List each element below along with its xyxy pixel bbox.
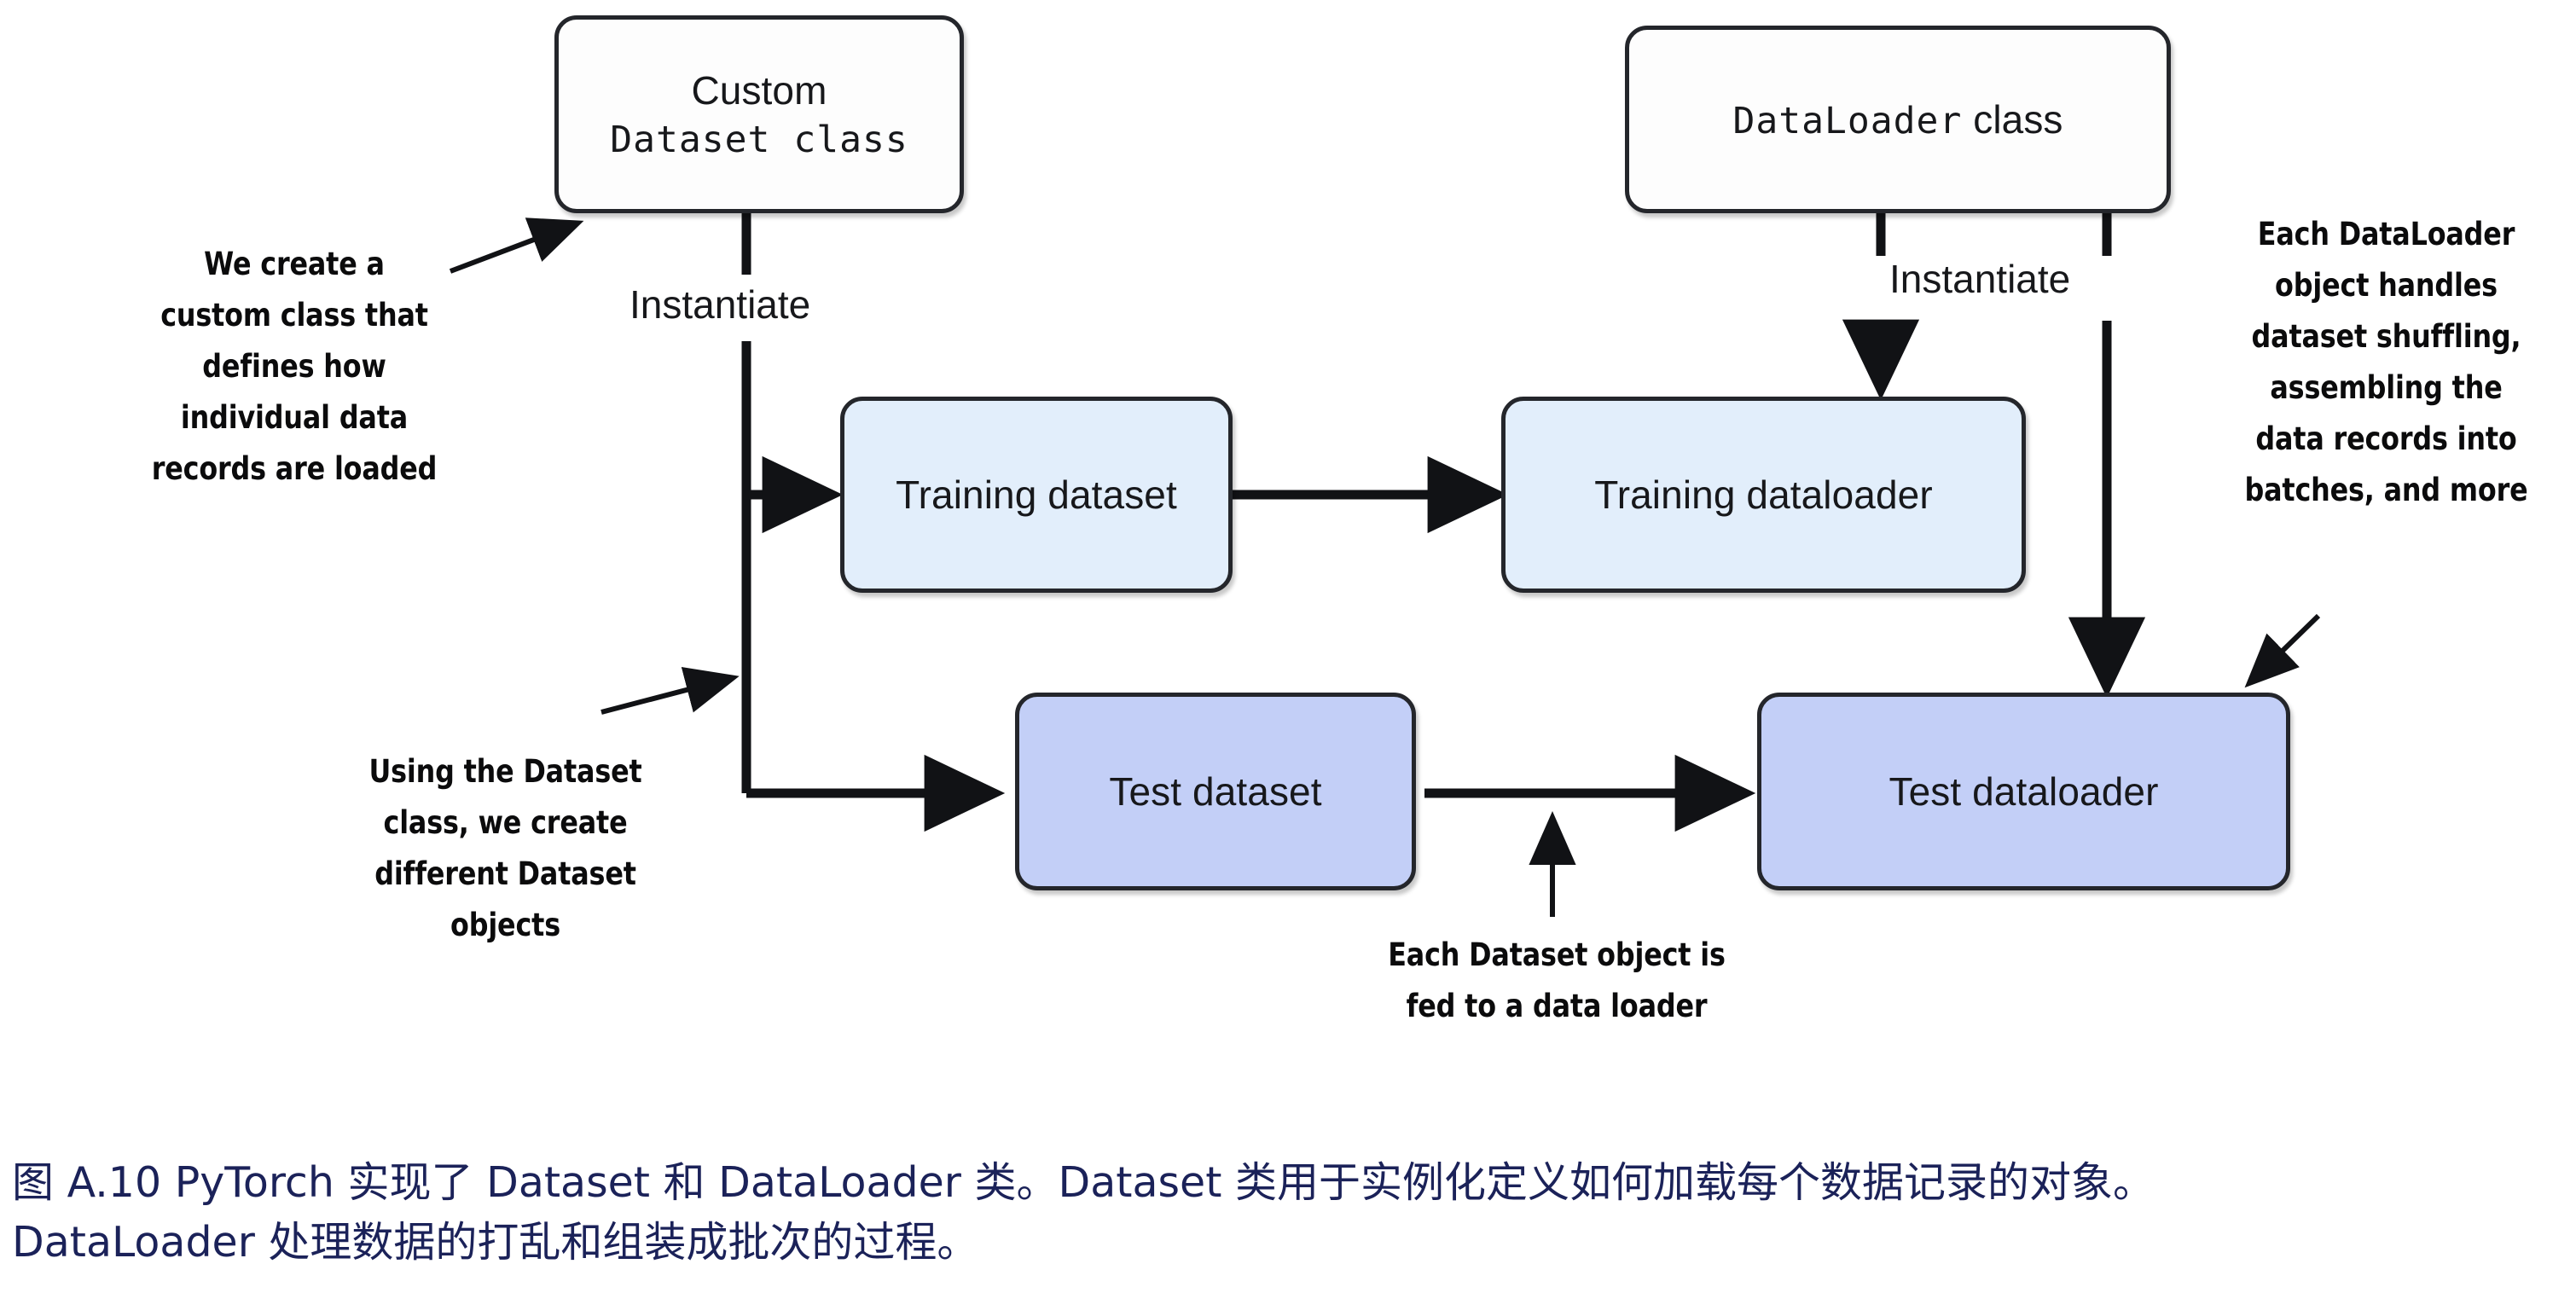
node-custom-dataset-class[interactable]: Custom Dataset class bbox=[554, 15, 964, 213]
annotation-using-dataset-line-1: Using the Dataset bbox=[368, 753, 642, 790]
annotation-we-create-a: We create a custom class that defines ho… bbox=[136, 239, 452, 495]
node-test-dataloader[interactable]: Test dataloader bbox=[1757, 693, 2290, 890]
annotation-each-dataloader-line-6: batches, and more bbox=[2244, 471, 2528, 508]
annotation-using-dataset-line-2: class, we create bbox=[383, 803, 628, 841]
annotation-using-dataset-line-4: objects bbox=[450, 906, 560, 943]
annotation-each-dataloader-line-2: object handles bbox=[2275, 266, 2498, 304]
edge-label-instantiate-left: Instantiate bbox=[623, 281, 818, 328]
dataloader-class-line1: DataLoader bbox=[1732, 99, 1963, 142]
annotation-using-dataset-line-3: different Dataset bbox=[374, 855, 636, 892]
annotation-each-dataloader: Each DataLoader object handles dataset s… bbox=[2234, 209, 2538, 516]
leader-we-create-a bbox=[449, 217, 584, 274]
annotation-we-create-a-line-4: individual data bbox=[180, 398, 409, 436]
custom-dataset-class-line2: Dataset class bbox=[610, 118, 908, 161]
leader-each-dataloader bbox=[2244, 613, 2321, 688]
node-custom-dataset-class-label: Custom Dataset class bbox=[610, 67, 908, 163]
annotation-we-create-a-line-5: records are loaded bbox=[151, 449, 438, 487]
annotation-each-dataloader-line-5: data records into bbox=[2255, 420, 2517, 457]
figure-caption-line-1: 图 A.10 PyTorch 实现了 Dataset 和 DataLoader … bbox=[12, 1158, 2155, 1207]
figure-caption: 图 A.10 PyTorch 实现了 Dataset 和 DataLoader … bbox=[12, 1153, 2554, 1272]
node-test-dataset[interactable]: Test dataset bbox=[1015, 693, 1416, 890]
node-training-dataset[interactable]: Training dataset bbox=[840, 397, 1233, 593]
figure-caption-line-2: DataLoader 处理数据的打乱和组装成批次的过程。 bbox=[12, 1217, 979, 1267]
node-dataloader-class-label: DataLoader class bbox=[1732, 96, 2063, 143]
node-training-dataloader-label: Training dataloader bbox=[1594, 472, 1933, 517]
annotation-each-dataset-object-line-2: fed to a data loader bbox=[1406, 987, 1708, 1024]
annotation-each-dataloader-line-4: assembling the bbox=[2270, 368, 2503, 406]
annotation-using-dataset-class: Using the Dataset class, we create diffe… bbox=[345, 746, 664, 951]
edge-label-instantiate-right: Instantiate bbox=[1883, 256, 2078, 302]
node-test-dataloader-label: Test dataloader bbox=[1888, 768, 2159, 814]
annotation-each-dataset-object-line-1: Each Dataset object is bbox=[1388, 936, 1726, 973]
node-test-dataset-label: Test dataset bbox=[1109, 768, 1322, 814]
dataloader-class-line2: class bbox=[1973, 96, 2063, 142]
annotation-each-dataset-object: Each Dataset object is fed to a data loa… bbox=[1366, 930, 1747, 1032]
annotation-each-dataloader-line-3: dataset shuffling, bbox=[2251, 317, 2521, 355]
annotation-each-dataloader-line-1: Each DataLoader bbox=[2257, 216, 2515, 252]
annotation-we-create-a-line-3: defines how bbox=[202, 347, 386, 385]
node-dataloader-class[interactable]: DataLoader class bbox=[1625, 26, 2171, 213]
custom-dataset-class-line1: Custom bbox=[691, 67, 827, 113]
annotation-we-create-a-line-1: We create a bbox=[204, 246, 385, 282]
node-training-dataset-label: Training dataset bbox=[896, 472, 1177, 517]
annotation-we-create-a-line-2: custom class that bbox=[160, 296, 428, 333]
node-training-dataloader[interactable]: Training dataloader bbox=[1501, 397, 2026, 593]
leader-using-dataset-class bbox=[600, 666, 740, 715]
